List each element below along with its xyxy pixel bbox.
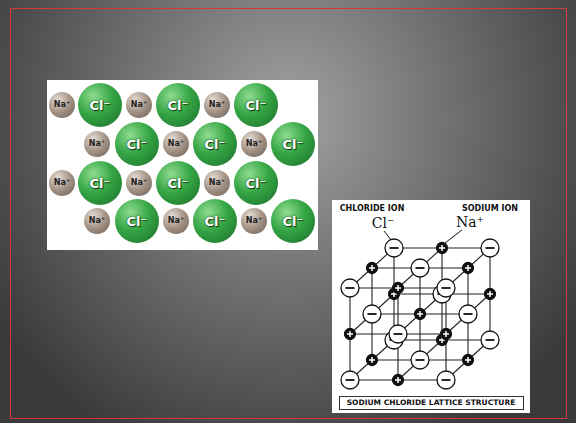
image-panel [332,200,530,413]
sodium-ion-symbol [441,329,452,340]
node-text: Cl⁻ [127,138,148,151]
chloride-ion-symbol [389,325,407,343]
node-text: Na⁺ [246,217,262,225]
sodium-ion-symbol [463,263,474,274]
ion-symbol-label: Cl⁻ [372,216,395,230]
sodium-sphere: Na⁺ [126,92,152,118]
chloride-sphere: Cl⁻ [234,161,278,205]
sodium-ion-symbol [485,289,496,300]
node-text: Na⁺ [131,179,147,187]
node-text: Cl⁻ [168,99,189,112]
node-text: Cl⁻ [205,215,226,228]
node-text: Na⁺ [131,101,147,109]
sodium-ion-symbol [463,355,474,366]
chloride-ion-symbol [437,371,455,389]
chloride-ion-symbol [411,259,429,277]
leader-line [384,231,391,240]
node-text: Na⁺ [209,101,225,109]
sodium-sphere: Na⁺ [84,208,110,234]
caption-box: SODIUM CHLORIDE LATTICE STRUCTURE [339,396,524,410]
sodium-ion-symbol [415,309,426,320]
node-text: Cl⁻ [205,138,226,151]
chloride-ion-symbol [437,279,455,297]
chloride-ion-symbol [481,331,499,349]
sodium-ion-symbol [437,243,448,254]
chloride-sphere: Cl⁻ [156,83,200,127]
chloride-sphere: Cl⁻ [78,83,122,127]
node-text: Na⁺ [168,140,184,148]
node-text: Na⁺ [54,179,70,187]
chloride-sphere: Cl⁻ [193,122,237,166]
sodium-sphere: Na⁺ [126,170,152,196]
sodium-sphere: Na⁺ [241,131,267,157]
node-text: Cl⁻ [283,215,304,228]
sodium-ion-symbol [367,355,378,366]
node-text: Cl⁻ [168,177,189,190]
chloride-ion-symbol [411,351,429,369]
node-text: Cl⁻ [283,138,304,151]
sodium-sphere: Na⁺ [241,208,267,234]
sodium-ion-symbol [393,283,404,294]
chloride-ion-symbol [459,305,477,323]
node-text: Na⁺ [168,217,184,225]
lattice-bonds [350,248,490,380]
node-text: Cl⁻ [246,99,267,112]
node-text: Cl⁻ [246,177,267,190]
sodium-sphere: Na⁺ [84,131,110,157]
chloride-sphere: Cl⁻ [115,199,159,243]
node-text: Cl⁻ [90,99,111,112]
sodium-sphere: Na⁺ [204,92,230,118]
sodium-ion-symbol [367,263,378,274]
chloride-sphere: Cl⁻ [78,161,122,205]
callout-label: CHLORIDE ION [340,205,405,213]
ion-symbol-label: Na⁺ [456,215,484,229]
node-text: Cl⁻ [127,215,148,228]
chloride-ion-symbol [341,279,359,297]
node-text: Na⁺ [209,179,225,187]
node-text: Na⁺ [89,217,105,225]
chloride-sphere: Cl⁻ [234,83,278,127]
sodium-sphere: Na⁺ [163,208,189,234]
chloride-ion-symbol [363,305,381,323]
node-text: Cl⁻ [90,177,111,190]
node-text: SODIUM CHLORIDE LATTICE STRUCTURE [347,399,516,407]
leader-line [445,230,462,243]
lattice-ions [341,239,499,389]
chloride-ion-symbol [341,371,359,389]
node-text: Na⁺ [246,140,262,148]
chloride-sphere: Cl⁻ [271,199,315,243]
sodium-sphere: Na⁺ [204,170,230,196]
chloride-ion-symbol [385,239,403,257]
sodium-sphere: Na⁺ [163,131,189,157]
callout-label: SODIUM ION [462,205,518,213]
sodium-sphere: Na⁺ [49,92,75,118]
sodium-ion-symbol [393,375,404,386]
node-text: Na⁺ [89,140,105,148]
sodium-ion-symbol [345,329,356,340]
chloride-ion-symbol [481,239,499,257]
sodium-sphere: Na⁺ [49,170,75,196]
chloride-sphere: Cl⁻ [193,199,237,243]
node-text: Na⁺ [54,101,70,109]
chloride-sphere: Cl⁻ [271,122,315,166]
chloride-sphere: Cl⁻ [115,122,159,166]
chloride-sphere: Cl⁻ [156,161,200,205]
